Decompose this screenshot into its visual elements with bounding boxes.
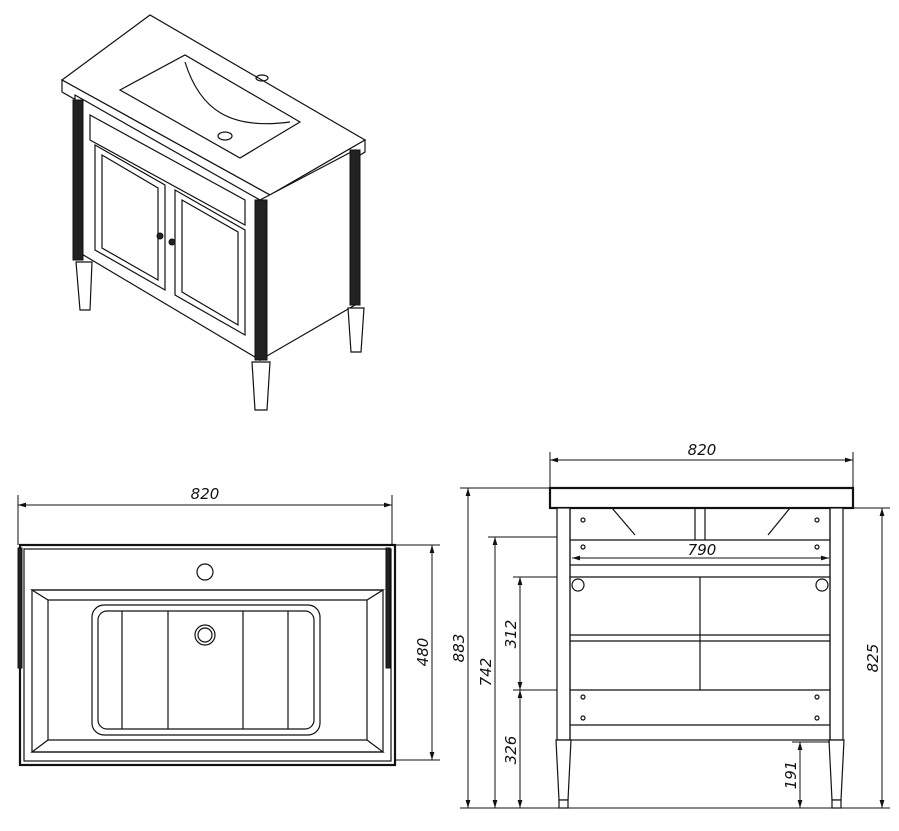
- upper-opening-dimension: 312: [502, 620, 520, 649]
- frame-height-dimension: 742: [477, 658, 495, 687]
- front-width-dimension: 820: [688, 441, 717, 459]
- top-width-dimension: 820: [191, 485, 220, 503]
- body-height-dimension: 825: [864, 644, 882, 673]
- drain-icon: [194, 624, 216, 646]
- leg-height-dimension: 191: [782, 761, 800, 790]
- lower-section-dimension: 326: [502, 736, 520, 765]
- front-view: 820 790 883 742 312 326 825 191: [450, 441, 890, 809]
- faucet-hole-icon: [196, 563, 214, 581]
- top-depth-dimension: 480: [414, 638, 432, 667]
- total-height-dimension: 883: [450, 634, 468, 663]
- top-view: 820 480: [17, 485, 440, 767]
- inner-width-dimension: 790: [688, 541, 717, 559]
- isometric-view: [60, 14, 367, 411]
